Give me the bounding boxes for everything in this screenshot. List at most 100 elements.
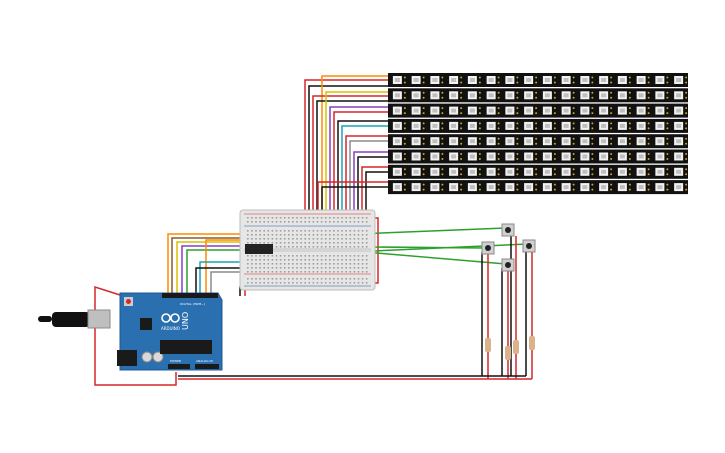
breadboard-hole[interactable]: [349, 259, 352, 261]
breadboard-hole[interactable]: [300, 282, 302, 284]
breadboard-hole[interactable]: [292, 263, 294, 265]
breadboard-hole[interactable]: [320, 230, 323, 232]
breadboard-hole[interactable]: [349, 238, 352, 240]
breadboard-hole[interactable]: [320, 242, 323, 244]
breadboard-hole[interactable]: [349, 234, 352, 236]
breadboard-hole[interactable]: [337, 263, 339, 265]
breadboard-hole[interactable]: [341, 246, 343, 248]
wire-strip-5-gnd[interactable]: [349, 140, 390, 218]
breadboard-hole[interactable]: [329, 238, 331, 240]
breadboard-hole[interactable]: [263, 221, 265, 223]
breadboard-hole[interactable]: [365, 278, 368, 280]
breadboard-hole[interactable]: [283, 259, 286, 261]
breadboard-hole[interactable]: [337, 221, 339, 223]
breadboard-hole[interactable]: [304, 217, 306, 219]
breadboard-hole[interactable]: [300, 238, 302, 240]
breadboard-hole[interactable]: [333, 263, 335, 265]
breadboard-hole[interactable]: [341, 238, 343, 240]
breadboard-hole[interactable]: [259, 230, 261, 232]
breadboard-hole[interactable]: [275, 246, 278, 248]
breadboard-hole[interactable]: [275, 238, 278, 240]
breadboard-hole[interactable]: [251, 259, 253, 261]
breadboard-hole[interactable]: [324, 282, 327, 284]
breadboard-hole[interactable]: [357, 282, 360, 284]
breadboard-hole[interactable]: [357, 234, 360, 236]
breadboard-hole[interactable]: [279, 238, 282, 240]
breadboard-hole[interactable]: [292, 271, 294, 273]
breadboard-hole[interactable]: [345, 234, 347, 236]
breadboard-hole[interactable]: [316, 278, 319, 280]
breadboard-hole[interactable]: [353, 230, 356, 232]
breadboard-hole[interactable]: [251, 263, 253, 265]
breadboard-hole[interactable]: [288, 238, 290, 240]
breadboard-hole[interactable]: [308, 230, 311, 232]
breadboard-hole[interactable]: [275, 221, 278, 223]
breadboard-hole[interactable]: [304, 242, 306, 244]
breadboard-hole[interactable]: [292, 230, 294, 232]
breadboard-hole[interactable]: [247, 234, 249, 236]
breadboard-hole[interactable]: [361, 230, 364, 232]
breadboard-hole[interactable]: [300, 271, 302, 273]
breadboard-hole[interactable]: [255, 238, 257, 240]
breadboard-hole[interactable]: [316, 282, 319, 284]
breadboard-hole[interactable]: [267, 278, 270, 280]
breadboard-hole[interactable]: [300, 242, 302, 244]
breadboard-hole[interactable]: [324, 259, 327, 261]
breadboard-hole[interactable]: [312, 234, 315, 236]
breadboard-hole[interactable]: [341, 255, 343, 257]
breadboard-hole[interactable]: [259, 217, 261, 219]
breadboard-hole[interactable]: [304, 221, 306, 223]
led-strip-5[interactable]: [388, 134, 688, 149]
breadboard-hole[interactable]: [361, 267, 364, 269]
breadboard-hole[interactable]: [251, 282, 253, 284]
breadboard-hole[interactable]: [320, 267, 323, 269]
breadboard-hole[interactable]: [288, 278, 290, 280]
breadboard-hole[interactable]: [329, 230, 331, 232]
breadboard-hole[interactable]: [345, 267, 347, 269]
wire-strip-8-data[interactable]: [317, 181, 390, 218]
breadboard-hole[interactable]: [296, 267, 298, 269]
breadboard-hole[interactable]: [300, 255, 302, 257]
resistor-1[interactable]: [485, 338, 491, 352]
breadboard-hole[interactable]: [292, 221, 294, 223]
breadboard-hole[interactable]: [275, 271, 278, 273]
breadboard-hole[interactable]: [329, 221, 331, 223]
breadboard-hole[interactable]: [263, 278, 265, 280]
breadboard-hole[interactable]: [312, 263, 315, 265]
breadboard-hole[interactable]: [288, 230, 290, 232]
breadboard-hole[interactable]: [353, 267, 356, 269]
breadboard-hole[interactable]: [349, 217, 352, 219]
breadboard-hole[interactable]: [337, 230, 339, 232]
breadboard-hole[interactable]: [271, 263, 274, 265]
wire-arduino-d8[interactable]: [205, 239, 246, 296]
wire-arduino-d6[interactable]: [195, 267, 250, 296]
breadboard-hole[interactable]: [275, 259, 278, 261]
breadboard-hole[interactable]: [316, 263, 319, 265]
breadboard-hole[interactable]: [296, 230, 298, 232]
breadboard-hole[interactable]: [324, 267, 327, 269]
breadboard-hole[interactable]: [275, 278, 278, 280]
breadboard-hole[interactable]: [304, 259, 306, 261]
breadboard-hole[interactable]: [353, 234, 356, 236]
breadboard-hole[interactable]: [337, 267, 339, 269]
breadboard-hole[interactable]: [329, 267, 331, 269]
breadboard-hole[interactable]: [345, 217, 347, 219]
breadboard-hole[interactable]: [341, 263, 343, 265]
breadboard-hole[interactable]: [357, 242, 360, 244]
breadboard-hole[interactable]: [296, 278, 298, 280]
breadboard-hole[interactable]: [263, 255, 265, 257]
breadboard-hole[interactable]: [349, 271, 352, 273]
breadboard-hole[interactable]: [333, 267, 335, 269]
wire-power-loop-left[interactable]: [94, 285, 177, 386]
wire-strip-4-data[interactable]: [337, 120, 390, 218]
breadboard-hole[interactable]: [288, 255, 290, 257]
breadboard-hole[interactable]: [275, 242, 278, 244]
breadboard-hole[interactable]: [279, 267, 282, 269]
breadboard-hole[interactable]: [247, 221, 249, 223]
breadboard-hole[interactable]: [345, 246, 347, 248]
breadboard-hole[interactable]: [357, 271, 360, 273]
breadboard-hole[interactable]: [259, 255, 261, 257]
breadboard-hole[interactable]: [316, 259, 319, 261]
breadboard-hole[interactable]: [345, 221, 347, 223]
breadboard-hole[interactable]: [308, 282, 311, 284]
